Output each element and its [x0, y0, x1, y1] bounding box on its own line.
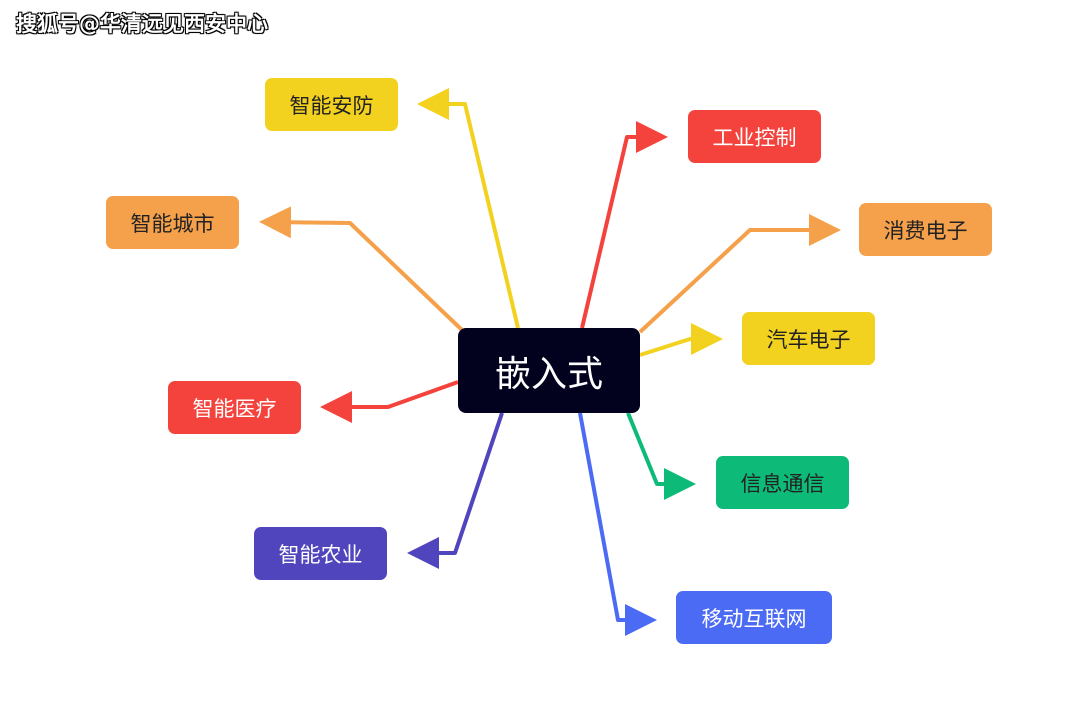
node-consumer-electronics: 消费电子: [859, 203, 992, 256]
center-label: 嵌入式: [494, 353, 603, 395]
node-label: 智能农业: [278, 542, 363, 567]
node-label: 汽车电子: [766, 327, 851, 352]
node-label: 智能城市: [130, 211, 215, 236]
node-smart-agriculture: 智能农业: [254, 527, 387, 580]
node-label: 信息通信: [740, 471, 825, 496]
edge-security: [417, 88, 520, 329]
edge-telecom: [626, 412, 696, 500]
node-auto-electronics: 汽车电子: [742, 312, 875, 365]
edge-city: [259, 206, 464, 332]
node-label: 工业控制: [712, 125, 797, 150]
edge-medical: [320, 380, 459, 423]
edge-mobile: [578, 412, 657, 636]
node-smart-security: 智能安防: [265, 78, 398, 131]
center-node: 嵌入式: [458, 328, 640, 413]
edge-agri: [407, 412, 504, 569]
edge-auto: [639, 323, 723, 357]
node-smart-medical: 智能医疗: [168, 381, 301, 434]
node-label: 消费电子: [883, 218, 968, 243]
node-telecom: 信息通信: [716, 456, 849, 509]
node-label: 智能安防: [289, 93, 374, 118]
node-label: 智能医疗: [192, 396, 277, 421]
edge-consumer: [638, 214, 841, 334]
node-smart-city: 智能城市: [106, 196, 239, 249]
watermark: 搜狐号@华清远见西安中心: [16, 12, 268, 36]
node-mobile-internet: 移动互联网: [676, 591, 832, 644]
node-industrial-control: 工业控制: [688, 110, 821, 163]
edge-industrial: [580, 121, 668, 329]
node-label: 移动互联网: [701, 606, 807, 631]
